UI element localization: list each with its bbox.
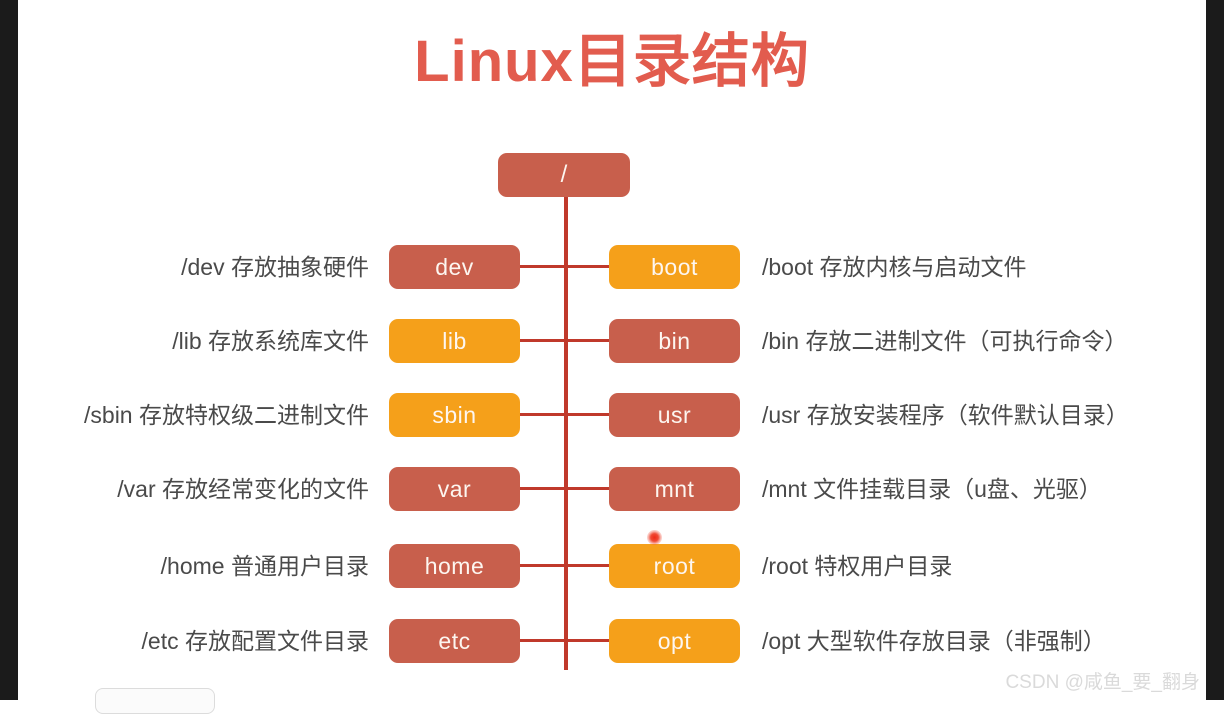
connector-line-right xyxy=(564,564,612,567)
node-description-left: /home 普通用户目录 xyxy=(160,553,369,579)
node-description-right: /bin 存放二进制文件（可执行命令） xyxy=(762,328,1128,354)
tree-node-usr[interactable]: usr xyxy=(609,393,740,437)
page-title: Linux目录结构 xyxy=(414,29,810,94)
connector-line-right xyxy=(564,639,612,642)
tree-row: /lib 存放系统库文件 lib bin/bin 存放二进制文件（可执行命令） xyxy=(0,319,1224,363)
tree-node-home[interactable]: home xyxy=(389,544,520,588)
cursor-click-indicator xyxy=(647,530,662,545)
left-edge-bar xyxy=(0,0,18,700)
tree-node-dev[interactable]: dev xyxy=(389,245,520,289)
node-description-right: /root 特权用户目录 xyxy=(762,553,953,579)
node-description-left: /sbin 存放特权级二进制文件 xyxy=(84,402,369,428)
tree-node-mnt[interactable]: mnt xyxy=(609,467,740,511)
node-description-right: /boot 存放内核与启动文件 xyxy=(762,254,1027,280)
tree-node-root[interactable]: / xyxy=(498,153,630,197)
tree-trunk-line xyxy=(564,186,568,670)
connector-line-right xyxy=(564,339,612,342)
tree-node-bin[interactable]: bin xyxy=(609,319,740,363)
right-edge-bar xyxy=(1206,0,1224,700)
node-description-left: /dev 存放抽象硬件 xyxy=(181,254,369,280)
tree-node-boot[interactable]: boot xyxy=(609,245,740,289)
tree-node-lib[interactable]: lib xyxy=(389,319,520,363)
tree-node-var[interactable]: var xyxy=(389,467,520,511)
node-description-right: /opt 大型软件存放目录（非强制） xyxy=(762,628,1106,654)
partial-bottom-box xyxy=(95,688,215,714)
tree-node-etc[interactable]: etc xyxy=(389,619,520,663)
node-description-right: /usr 存放安装程序（软件默认目录） xyxy=(762,402,1129,428)
tree-node-opt[interactable]: opt xyxy=(609,619,740,663)
tree-node-sbin[interactable]: sbin xyxy=(389,393,520,437)
connector-line-right xyxy=(564,487,612,490)
watermark-label: CSDN @咸鱼_要_翻身 xyxy=(1005,672,1200,693)
tree-row: /etc 存放配置文件目录 etc opt/opt 大型软件存放目录（非强制） xyxy=(0,619,1224,663)
tree-node-root[interactable]: root xyxy=(609,544,740,588)
tree-row: /var 存放经常变化的文件 var mnt/mnt 文件挂载目录（u盘、光驱） xyxy=(0,467,1224,511)
node-description-right: /mnt 文件挂载目录（u盘、光驱） xyxy=(762,476,1102,502)
node-description-left: /lib 存放系统库文件 xyxy=(172,328,369,354)
node-description-left: /var 存放经常变化的文件 xyxy=(117,476,369,502)
node-description-left: /etc 存放配置文件目录 xyxy=(141,628,369,654)
connector-line-right xyxy=(564,265,612,268)
tree-row: /sbin 存放特权级二进制文件 sbin usr/usr 存放安装程序（软件默认目… xyxy=(0,393,1224,437)
connector-line-right xyxy=(564,413,612,416)
tree-row: /dev 存放抽象硬件 dev boot/boot 存放内核与启动文件 xyxy=(0,245,1224,289)
tree-row: /home 普通用户目录 home root/root 特权用户目录 xyxy=(0,544,1224,588)
